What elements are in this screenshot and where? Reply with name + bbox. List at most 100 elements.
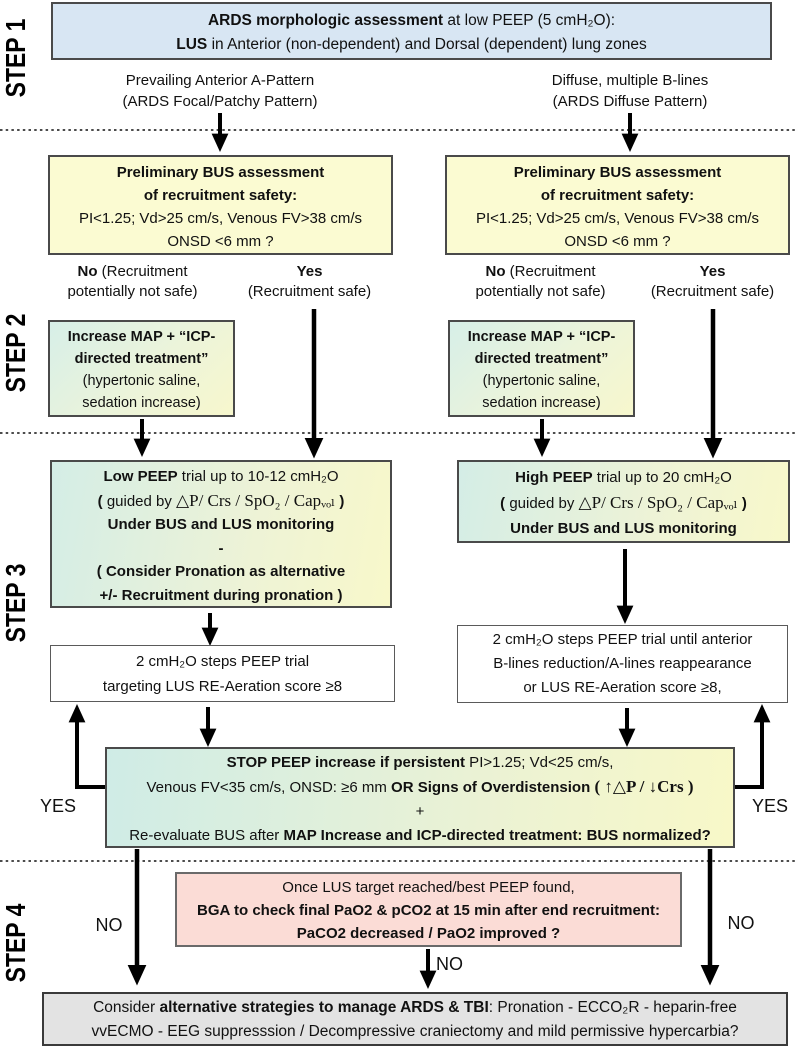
step-4-label: STEP 4 (0, 903, 31, 983)
bus-left-subtitle: of recruitment safety: (143, 187, 298, 204)
diffuse-pattern-label: Diffuse, multiple B-lines (ARDS Diffuse … (510, 70, 750, 112)
map-left-bold-2: directed treatment” (74, 351, 209, 367)
stop-criteria: Venous FV<35 cm/s, ONSD: ≥6 mm (146, 779, 392, 796)
map-left-line-1: Increase MAP + “ICP- (50, 326, 233, 348)
stop-line-1: STOP PEEP increase if persistent PI>1.25… (107, 751, 733, 775)
lowpeep-line-2: ( guided by △P/ Crs / SpO₂ / Capᵥₒₗ ) (52, 489, 390, 514)
step-1-label: STEP 1 (0, 18, 31, 98)
lowpeep-line-3: Under BUS and LUS monitoring (52, 513, 390, 537)
highpeep-formula: △P/ Crs / SpO₂ / Capᵥₒₗ (578, 493, 738, 512)
yes-left-line-1: Yes (227, 262, 392, 282)
highpeep-guided: guided by (509, 495, 579, 512)
focal-pattern-line-2: (ARDS Focal/Patchy Pattern) (122, 93, 318, 110)
high-peep-trial-box: High PEEP trial up to 20 cmH₂O ( guided … (457, 460, 790, 543)
no-left-rest: (Recruitment (97, 263, 188, 280)
no-label-left-step4: NO (95, 915, 123, 935)
diffuse-pattern-line-2: (ARDS Diffuse Pattern) (552, 93, 708, 110)
highpeep-line-3: Under BUS and LUS monitoring (459, 516, 788, 541)
no-label-middle-step4: NO (436, 954, 463, 974)
focal-pattern-label: Prevailing Anterior A-Pattern (ARDS Foca… (100, 70, 340, 112)
diffuse-pattern-line-1: Diffuse, multiple B-lines (551, 72, 709, 89)
highpeep-paren-open: ( (500, 495, 510, 512)
alt-line-2: vvECMO - EEG suppresssion / Decompressiv… (91, 1023, 739, 1040)
bus-safety-box-right: Preliminary BUS assessment of recruitmen… (445, 155, 790, 255)
stop-reevaluate: Re-evaluate BUS after (129, 827, 284, 844)
yes-right-bold: Yes (699, 263, 726, 280)
lowpeep-guided: guided by (106, 492, 177, 510)
map-right-line-2: directed treatment” (450, 348, 633, 370)
bga-line-2: BGA to check final PaO2 & pCO2 at 15 min… (177, 899, 680, 922)
right-trial-line-2: B-lines reduction/A-lines reappearance (493, 655, 752, 672)
no-right-rest: (Recruitment (505, 263, 596, 280)
no-right-bold: No (485, 263, 506, 280)
lowpeep-monitoring: Under BUS and LUS monitoring (107, 516, 335, 533)
no-label-left: No (Recruitment potentially not safe) (40, 262, 225, 302)
yes-right-line-2: (Recruitment safe) (650, 283, 775, 300)
alt-bold: alternative strategies to manage ARDS & … (159, 999, 489, 1016)
highpeep-monitoring: Under BUS and LUS monitoring (510, 520, 737, 537)
stop-line-4: Re-evaluate BUS after MAP Increase and I… (107, 824, 733, 848)
no-right-line-2: potentially not safe) (475, 283, 606, 300)
alt-rest-1: : Pronation - ECCO₂R - heparin-free (488, 999, 737, 1016)
map-left-bold-1: Increase MAP + “ICP- (67, 329, 216, 345)
map-right-line-4: sedation increase) (482, 395, 601, 411)
bus-left-onsd: ONSD <6 mm ? (167, 233, 274, 250)
highpeep-line-2: ( guided by △P/ Crs / SpO₂ / Capᵥₒₗ ) (459, 490, 788, 516)
map-right-line-1: Increase MAP + “ICP- (450, 326, 633, 348)
bga-bold-3: PaCO2 decreased / PaO2 improved ? (296, 925, 561, 942)
step-2-label: STEP 2 (0, 313, 31, 393)
bus-left-title: Preliminary BUS assessment (116, 164, 325, 181)
lowpeep-paren-open: ( (97, 492, 107, 510)
map-left-line-4: sedation increase) (82, 395, 201, 411)
highpeep-line-1: High PEEP trial up to 20 cmH₂O (459, 465, 788, 490)
map-right-bold-2: directed treatment” (474, 351, 609, 367)
bga-line-1: Once LUS target reached/best PEEP found, (282, 879, 575, 896)
bus-left-line-1: Preliminary BUS assessment (50, 161, 391, 184)
yes-right-line-1: Yes (630, 262, 795, 282)
lowpeep-bold: Low PEEP (103, 468, 178, 485)
yes-label-right: Yes (Recruitment safe) (630, 262, 795, 302)
bus-right-criteria: PI<1.25; Vd>25 cm/s, Venous FV>38 cm/s (475, 210, 760, 227)
no-right-line-1: No (Recruitment (448, 262, 633, 282)
bus-right-line-2: of recruitment safety: (447, 184, 788, 207)
left-peep-steps-box: 2 cmH₂O steps PEEP trial targeting LUS R… (50, 645, 395, 702)
no-left-bold: No (77, 263, 98, 280)
stop-line-2: Venous FV<35 cm/s, ONSD: ≥6 mm OR Signs … (107, 775, 733, 800)
alt-consider: Consider (93, 999, 160, 1016)
header-bold-2: LUS (176, 36, 208, 53)
highpeep-paren-close: ) (737, 495, 747, 512)
step-3-label: STEP 3 (0, 563, 31, 643)
yes-return-label-left: YES (39, 796, 77, 816)
lowpeep-line-1: Low PEEP trial up to 10-12 cmH₂O (52, 465, 390, 489)
bus-right-onsd: ONSD <6 mm ? (564, 233, 671, 250)
header-line-2: LUS in Anterior (non-dependent) and Dors… (53, 33, 770, 57)
highpeep-rest: trial up to 20 cmH₂O (592, 469, 732, 486)
bus-right-line-1: Preliminary BUS assessment (447, 161, 788, 184)
lowpeep-pronation-2: +/- Recruitment during pronation ) (99, 586, 343, 604)
left-trial-line-1: 2 cmH₂O steps PEEP trial (135, 653, 310, 670)
lowpeep-dash: - (218, 539, 224, 557)
no-left-line-2: potentially not safe) (67, 283, 198, 300)
lowpeep-paren-close: ) (335, 492, 345, 510)
map-right-line-3: (hypertonic saline, (482, 373, 601, 389)
alternative-strategies-box: Consider alternative strategies to manag… (42, 992, 788, 1046)
no-label-right-step4: NO (727, 913, 755, 933)
no-left-line-1: No (Recruitment (40, 262, 225, 282)
lowpeep-rest: trial up to 10-12 cmH₂O (177, 468, 339, 485)
header-bold-1: ARDS morphologic assessment (207, 12, 444, 29)
lowpeep-line-4: - (52, 537, 390, 561)
left-trial-line-2: targeting LUS RE-Aeration score ≥8 (102, 678, 343, 695)
bus-left-criteria: PI<1.25; Vd>25 cm/s, Venous FV>38 cm/s (78, 210, 363, 227)
map-icp-box-left: Increase MAP + “ICP- directed treatment”… (48, 320, 235, 417)
ards-assessment-box: ARDS morphologic assessment at low PEEP … (51, 2, 772, 60)
yes-return-label-right: YES (751, 796, 789, 816)
header-rest-1: at low PEEP (5 cmH₂O): (443, 12, 616, 29)
header-line-1: ARDS morphologic assessment at low PEEP … (53, 9, 770, 33)
stop-peep-box: STOP PEEP increase if persistent PI>1.25… (105, 747, 735, 848)
map-right-bold-1: Increase MAP + “ICP- (467, 329, 616, 345)
right-trial-line-3: or LUS RE-Aeration score ≥8, (523, 679, 722, 696)
lowpeep-line-6: +/- Recruitment during pronation ) (52, 584, 390, 608)
lowpeep-pronation-1: ( Consider Pronation as alternative (96, 563, 346, 580)
right-trial-line-1: 2 cmH₂O steps PEEP trial until anterior (492, 631, 753, 648)
